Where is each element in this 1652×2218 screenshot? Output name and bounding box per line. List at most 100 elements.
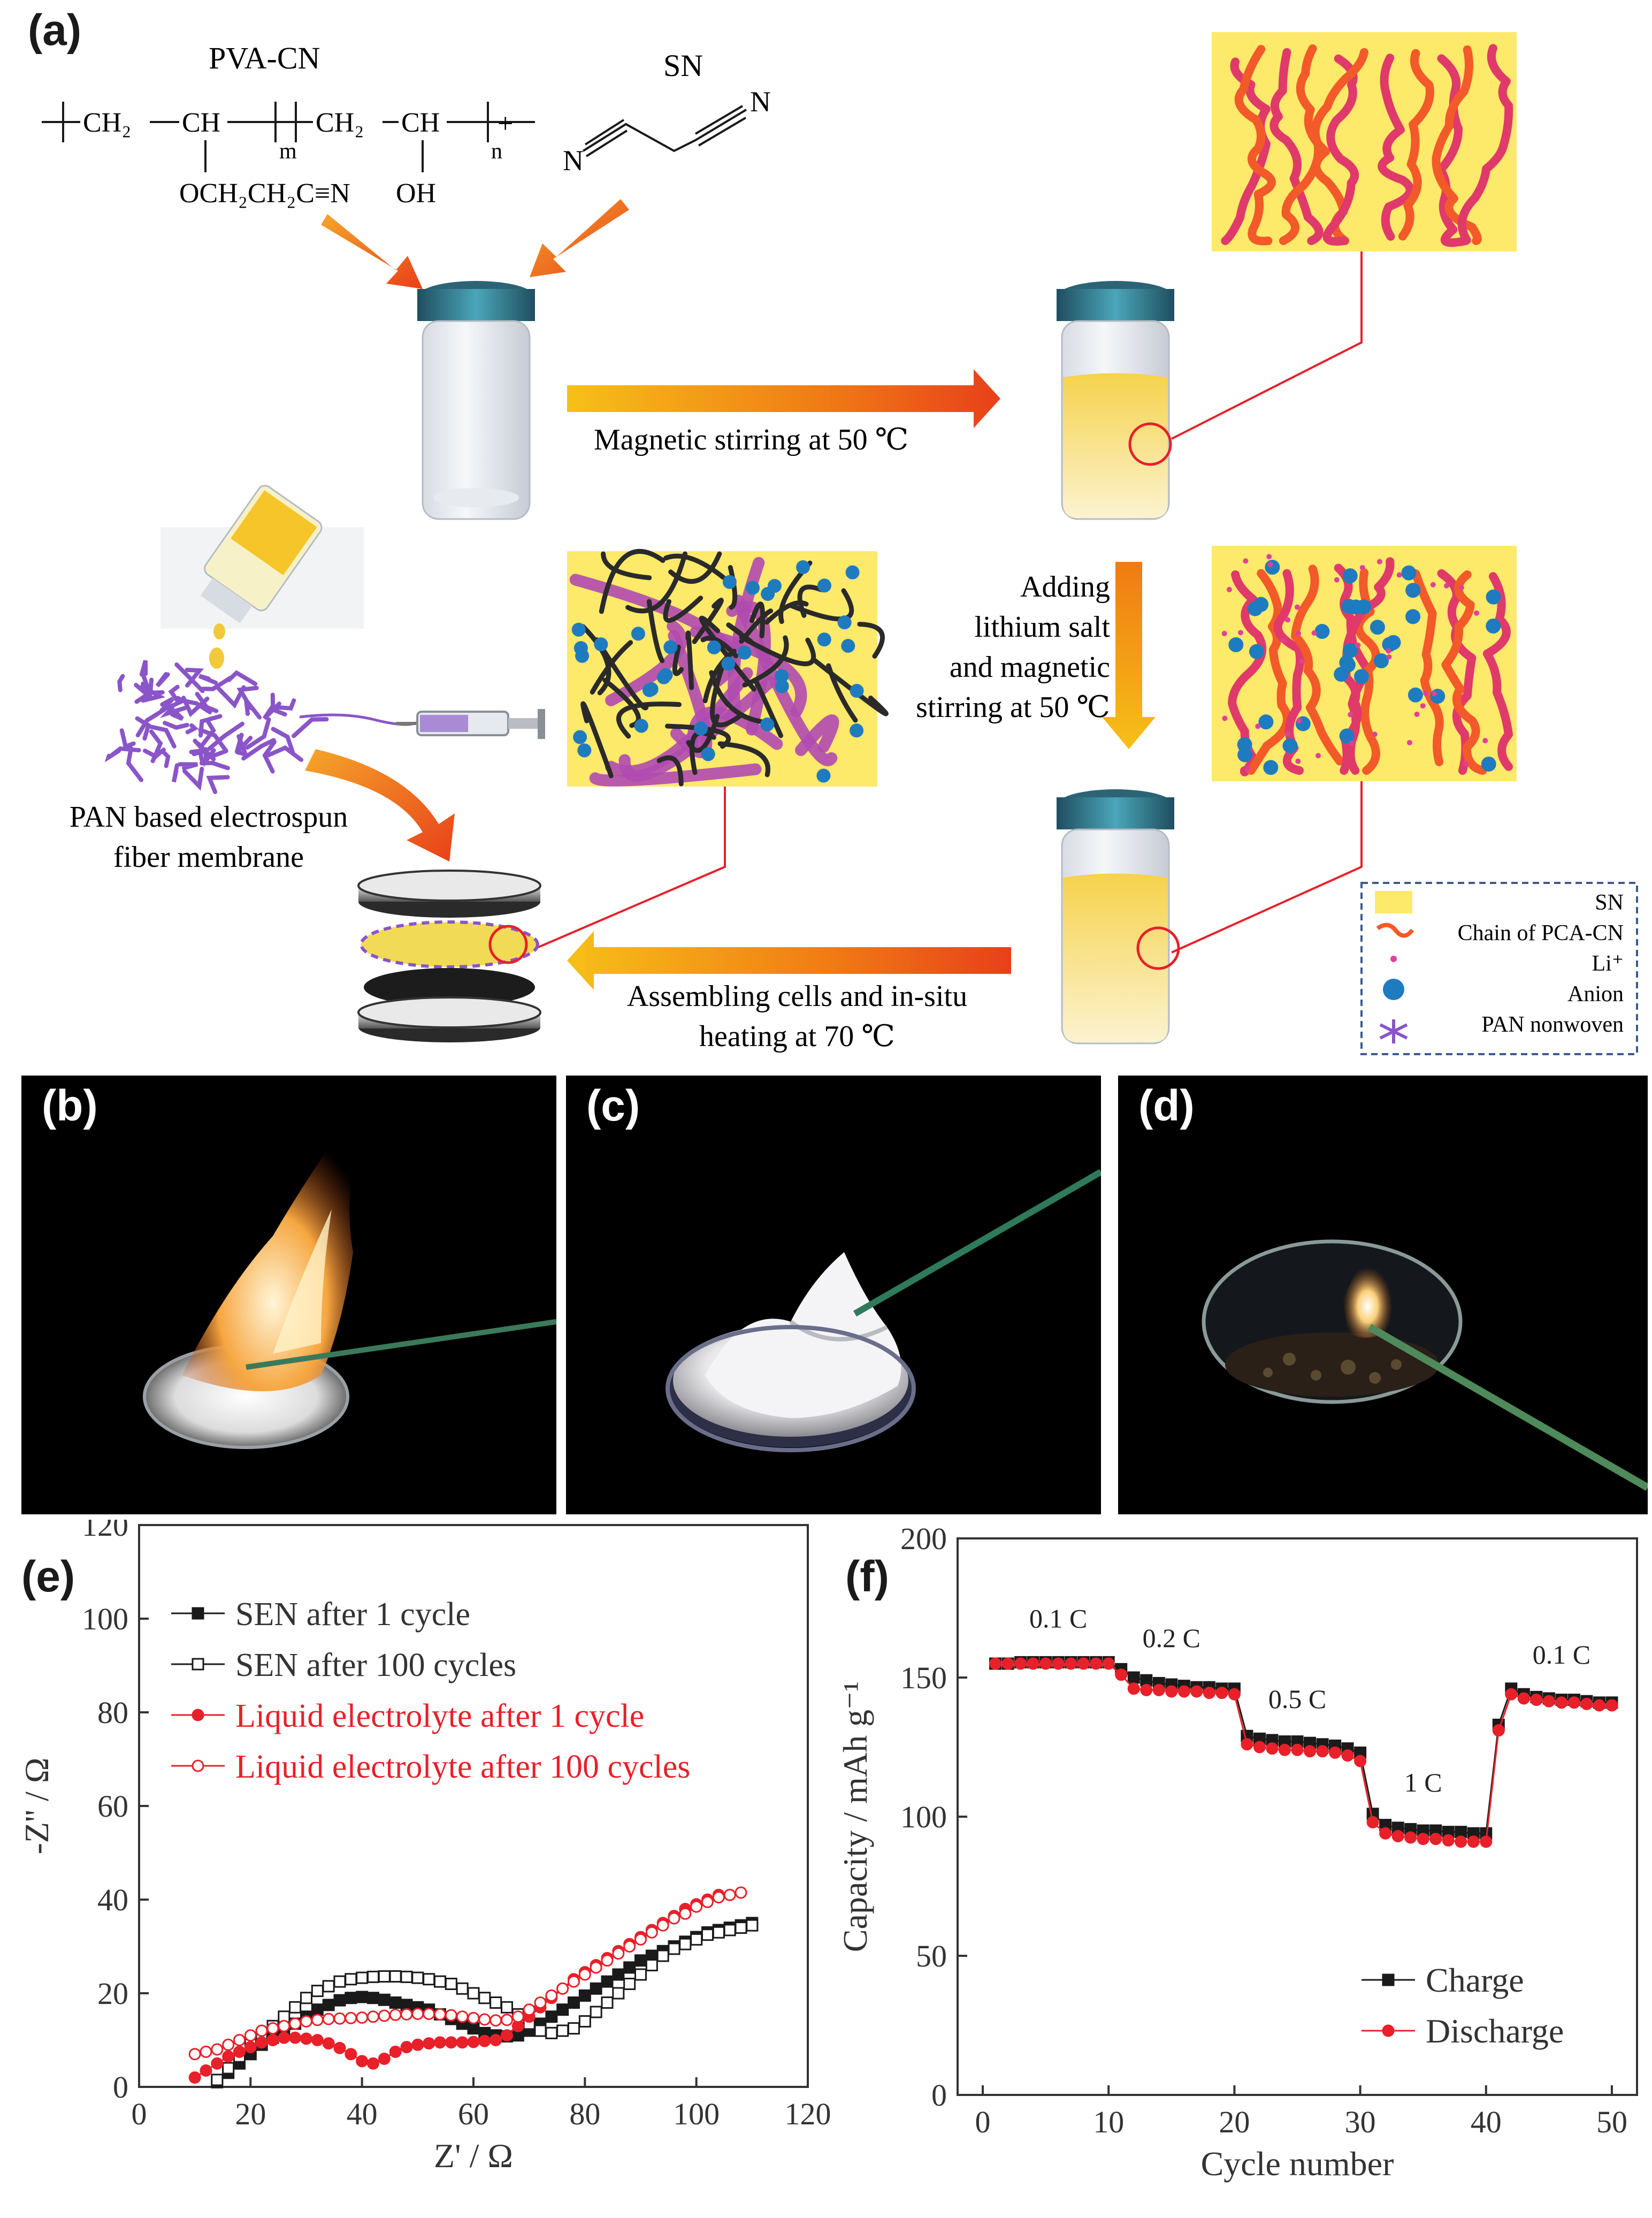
anion-dot bbox=[1339, 655, 1355, 670]
data-point bbox=[1241, 1738, 1253, 1751]
li-dot bbox=[1316, 753, 1321, 759]
data-point bbox=[1605, 1699, 1618, 1712]
data-point bbox=[1052, 1657, 1065, 1670]
pva-cn-chain bbox=[1221, 57, 1271, 245]
legend-pan-label: PAN nonwoven bbox=[1481, 1012, 1624, 1037]
li-dot bbox=[1281, 638, 1287, 644]
y-tick-label: 0 bbox=[931, 2078, 947, 2113]
data-point bbox=[1492, 1724, 1505, 1737]
li-dot bbox=[1226, 586, 1232, 592]
data-point bbox=[612, 1968, 625, 1981]
li-dot bbox=[1255, 723, 1261, 729]
network-anion bbox=[663, 640, 678, 654]
y-tick-label: 50 bbox=[916, 1939, 947, 1973]
pva-cn-chain bbox=[1354, 568, 1380, 775]
step3-line1: Assembling cells and in-situ bbox=[627, 980, 967, 1013]
network-anion bbox=[631, 627, 645, 641]
x-axis-label: Z' / Ω bbox=[434, 2137, 513, 2175]
network-fiber bbox=[599, 549, 666, 614]
data-point bbox=[1517, 1692, 1530, 1705]
panel-a: PVA-CN CH₂ CH m CH₂ CH n + OCH₂CH₂C≡N OH… bbox=[0, 0, 1652, 1065]
network-fiber bbox=[663, 553, 726, 580]
network-anion bbox=[573, 641, 588, 656]
pan-fiber bbox=[117, 674, 125, 692]
pan-fiber bbox=[119, 728, 136, 750]
data-point bbox=[423, 2008, 435, 2020]
data-point bbox=[668, 1942, 680, 1955]
data-point bbox=[1505, 1688, 1518, 1701]
pva-cn-chain bbox=[1322, 54, 1359, 246]
anion-dot bbox=[1481, 756, 1496, 772]
arrow-sn-to-vial bbox=[530, 199, 629, 277]
pan-fiber bbox=[198, 750, 205, 765]
data-point bbox=[1382, 2024, 1395, 2037]
data-point bbox=[255, 2024, 268, 2037]
data-point bbox=[601, 1975, 614, 1988]
data-point bbox=[1417, 1833, 1429, 1846]
li-dot bbox=[1299, 658, 1305, 664]
network-anion bbox=[571, 622, 586, 637]
photo-c-scene bbox=[666, 1169, 1101, 1452]
network-fiber bbox=[625, 551, 688, 614]
step2-label: Adding lithium salt and magnetic stirrin… bbox=[916, 570, 1110, 724]
network-fiber bbox=[672, 644, 684, 676]
network-anion bbox=[761, 586, 775, 601]
y-tick-label: 120 bbox=[82, 1520, 128, 1543]
arrow-adding-salt bbox=[1102, 562, 1156, 749]
data-point bbox=[656, 1919, 669, 1932]
data-point bbox=[467, 1987, 480, 2000]
y-tick-label: 150 bbox=[900, 1660, 947, 1695]
legend-label: SEN after 100 cycles bbox=[235, 1647, 516, 1683]
pan-fiber bbox=[135, 707, 167, 737]
pva-cn-chain bbox=[1398, 49, 1434, 241]
network-anion bbox=[634, 719, 648, 733]
legend-anion-label: Anion bbox=[1567, 982, 1624, 1007]
pan-fiber bbox=[241, 738, 276, 761]
data-point bbox=[1115, 1668, 1128, 1681]
data-point bbox=[389, 2008, 402, 2021]
y-tick-label: 20 bbox=[97, 1976, 128, 2011]
data-point bbox=[723, 1924, 736, 1937]
anion-dot bbox=[1430, 689, 1446, 704]
data-point bbox=[1001, 1657, 1014, 1670]
pan-fiber bbox=[266, 745, 303, 762]
li-dot bbox=[1237, 630, 1243, 636]
data-point bbox=[490, 2034, 502, 2046]
vial-empty bbox=[417, 281, 535, 520]
data-point bbox=[378, 2053, 391, 2065]
data-point bbox=[192, 1607, 204, 1620]
pan-fiber bbox=[163, 721, 189, 730]
network-fiber bbox=[580, 624, 611, 696]
data-point bbox=[701, 1895, 714, 1908]
data-point bbox=[278, 2019, 290, 2032]
data-point bbox=[367, 1970, 379, 1983]
li-dot bbox=[1443, 583, 1449, 589]
li-dot bbox=[1463, 761, 1469, 767]
data-point bbox=[735, 1922, 747, 1934]
anion-dot bbox=[1258, 714, 1274, 730]
data-point bbox=[1228, 1688, 1241, 1701]
data-point bbox=[467, 2022, 480, 2035]
data-point bbox=[1278, 1743, 1291, 1756]
x-tick-label: 10 bbox=[1093, 2105, 1124, 2139]
panel-label-e: (e) bbox=[21, 1552, 75, 1601]
anion-dot bbox=[1370, 620, 1385, 635]
data-point bbox=[211, 2057, 224, 2070]
formula-m: m bbox=[279, 139, 297, 164]
legend-li-swatch bbox=[1390, 956, 1397, 962]
data-point bbox=[590, 2006, 602, 2018]
pan-fiber bbox=[195, 691, 219, 713]
data-point bbox=[490, 2014, 502, 2027]
data-point bbox=[1291, 1743, 1304, 1756]
network-anion bbox=[722, 575, 737, 589]
data-point bbox=[478, 1992, 491, 2004]
data-point bbox=[356, 2011, 369, 2024]
data-point bbox=[1467, 1835, 1480, 1848]
data-point bbox=[601, 1996, 614, 2009]
li-dot bbox=[1243, 558, 1249, 564]
data-point bbox=[188, 2071, 201, 2084]
data-point bbox=[989, 1657, 1002, 1670]
data-point bbox=[445, 2036, 457, 2049]
